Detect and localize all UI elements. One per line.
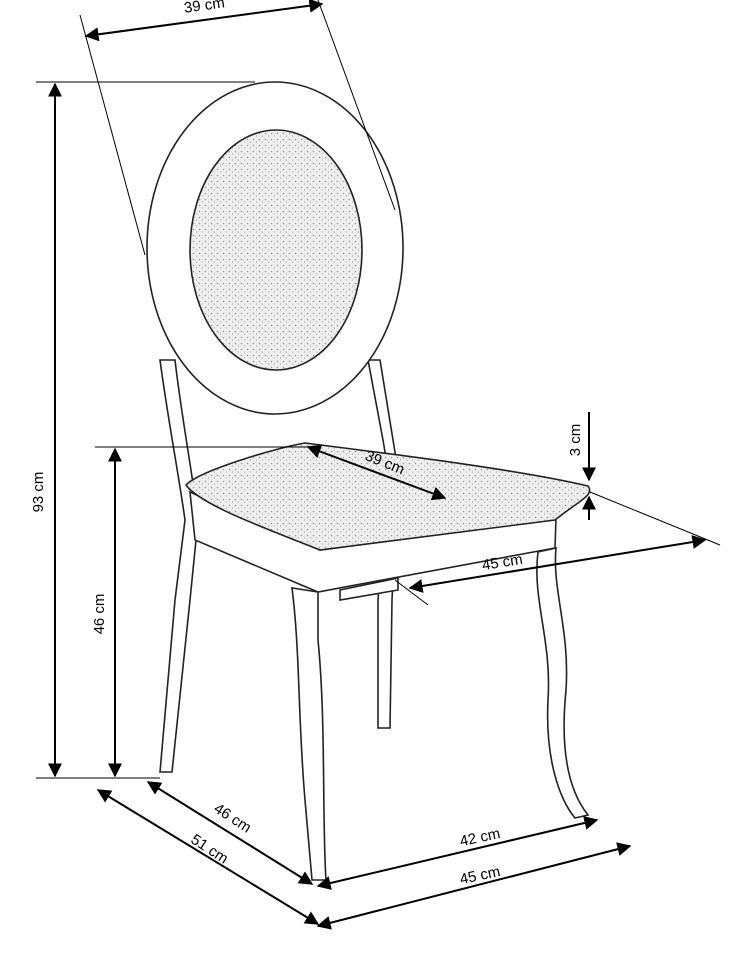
label-seat-thickness: 3 cm [567,424,584,457]
extension-line [589,491,721,546]
label-leg-depth: 46 cm [211,800,255,837]
front-leg-right [536,546,590,819]
label-backrest-width: 39 cm [183,0,226,17]
backrest-upholstery [189,129,363,371]
seat-depth-arrow [306,444,447,501]
dimension-lines [36,0,721,930]
chair-illustration [146,81,591,881]
extension-line [317,0,396,211]
label-seat-width: 45 cm [481,551,524,574]
back-leg-left [159,359,199,773]
seat-width-arrow [408,535,707,593]
backrest-width-arrow [84,0,324,42]
front-leg-left [291,587,327,881]
leg-depth-arrow [146,781,314,885]
label-total-height: 93 cm [30,472,47,513]
leg-width-arrow [316,816,599,890]
total-width-arrow [316,842,632,930]
total-depth-arrow [96,789,320,925]
stretcher [339,577,399,601]
label-seat-height: 46 cm [91,594,108,635]
extension-line [394,579,429,606]
extension-line [79,14,146,256]
label-total-depth: 51 cm [188,831,232,868]
label-leg-width: 42 cm [458,825,502,850]
